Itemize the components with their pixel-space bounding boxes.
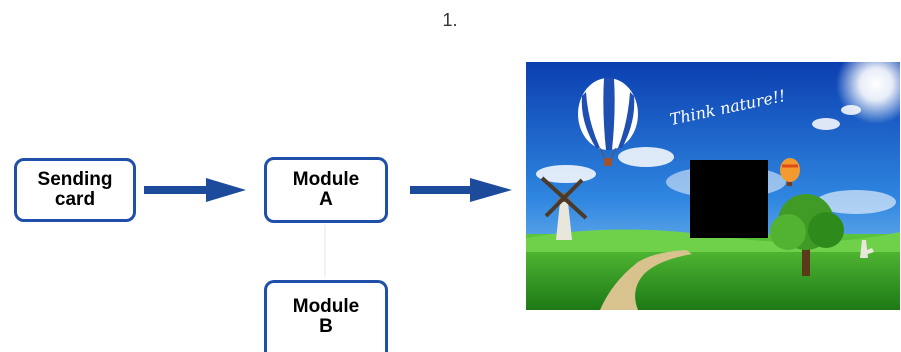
connector-line: [324, 225, 326, 277]
module-a-node: Module A: [264, 157, 388, 223]
module-b-node: Module B: [264, 280, 388, 352]
step-number: 1.: [442, 10, 458, 30]
arrow-module-a-to-display: [410, 178, 512, 202]
display-picture: Think nature!!: [526, 62, 900, 310]
hot-air-balloon-icon: [578, 78, 638, 166]
windmill-icon: [540, 176, 588, 240]
sending-card-node: Sending card: [14, 158, 136, 222]
arrow-sending-to-module-a: [144, 178, 246, 202]
tree-icon: [770, 194, 844, 276]
dark-block: [690, 160, 768, 238]
